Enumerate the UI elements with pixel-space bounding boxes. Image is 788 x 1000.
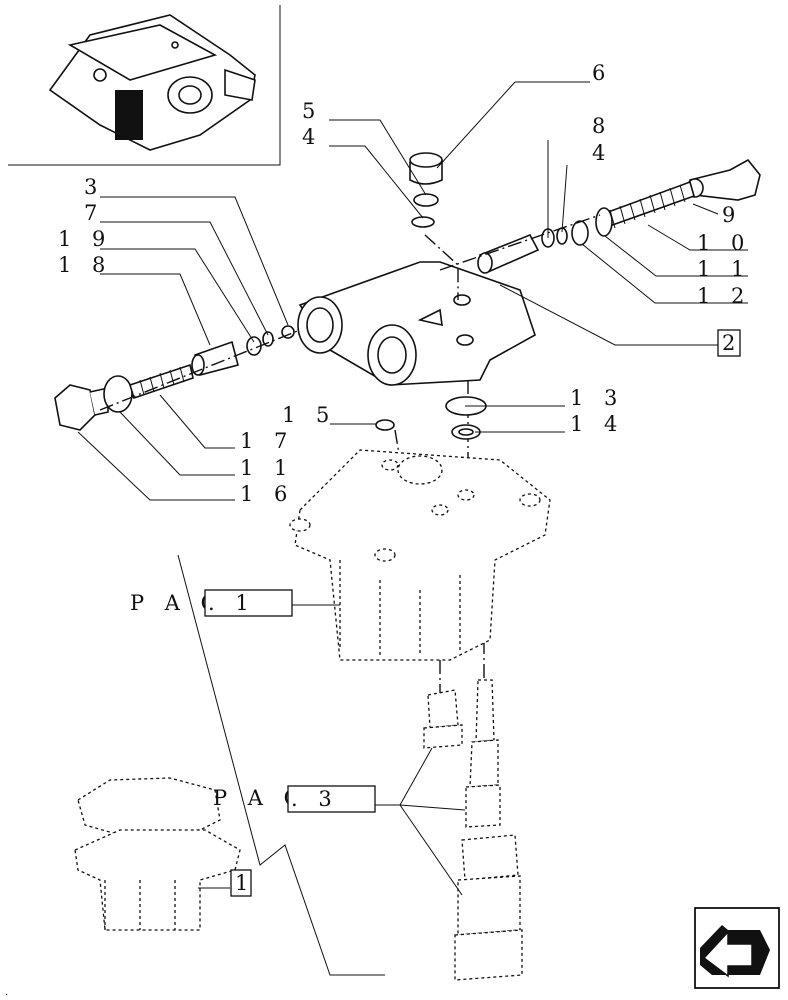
ref-box-2: 2 xyxy=(499,284,742,357)
axis-vertical-top xyxy=(424,234,459,300)
callout-6: 6 xyxy=(592,61,612,85)
ref-box-1-label: 1 xyxy=(235,871,255,895)
spool-right xyxy=(477,233,540,274)
valve-body-2 xyxy=(297,261,536,386)
callout-15: 1 5 xyxy=(282,403,336,427)
washer-5 xyxy=(413,193,439,207)
callout-12: 1 2 xyxy=(697,284,751,308)
callout-4-right: 4 xyxy=(592,141,612,165)
bolt-long xyxy=(465,679,501,828)
plug-9 xyxy=(686,158,761,201)
callout-9: 9 xyxy=(722,203,742,227)
thumbnail-frame xyxy=(8,5,281,166)
oring-4-left xyxy=(411,216,435,228)
leader-lines xyxy=(77,81,748,896)
next-page-button[interactable] xyxy=(694,907,780,989)
callout-11-left: 1 1 xyxy=(240,456,294,480)
callout-11-right: 1 1 xyxy=(697,257,751,281)
spool-18 xyxy=(191,340,239,376)
callout-18: 1 8 xyxy=(58,253,112,277)
corner-dot: . xyxy=(5,987,8,998)
callout-10: 1 0 xyxy=(697,231,751,255)
ref-pag-1-prefix: P A G xyxy=(130,591,224,615)
ball-3 xyxy=(281,325,295,339)
oring-15 xyxy=(375,419,395,431)
callout-8: 8 xyxy=(592,114,612,138)
spring-10 xyxy=(599,180,695,230)
callout-13: 1 3 xyxy=(570,386,624,410)
ref-pag-3-prefix: P A G xyxy=(213,786,307,810)
thumbnail-assembly-image xyxy=(48,14,256,151)
callout-7: 7 xyxy=(84,201,104,225)
callout-5: 5 xyxy=(302,99,322,123)
ref-pag-3: P A G . 3 xyxy=(213,785,376,813)
plug-16 xyxy=(54,384,109,431)
nut-large xyxy=(454,834,523,981)
housing-dashed xyxy=(289,449,551,661)
axis-left xyxy=(99,329,301,411)
ref-box-1: 1 xyxy=(198,869,255,897)
ref-pag-1-value: . 1 xyxy=(208,591,256,615)
callout-4-left: 4 xyxy=(302,125,322,149)
callout-19: 1 9 xyxy=(58,227,112,251)
ref-pag-3-value: . 3 xyxy=(291,787,339,811)
spring-17 xyxy=(129,363,194,400)
section-lead-line xyxy=(177,554,385,976)
cap-6 xyxy=(409,152,443,185)
ref-pag-1: P A G . 1 xyxy=(130,589,293,617)
fitting-small xyxy=(423,689,463,749)
washer-7 xyxy=(262,331,274,347)
oring-12 xyxy=(571,220,589,246)
axis-right xyxy=(439,214,601,271)
callout-14: 1 4 xyxy=(570,412,624,436)
thumbnail-lower-assembly xyxy=(74,777,241,931)
oring-11-upper xyxy=(595,207,613,237)
next-page-arrow-icon xyxy=(700,925,770,978)
ref-box-2-label: 2 xyxy=(722,331,742,355)
callout-17: 1 7 xyxy=(240,429,294,453)
callout-16: 1 6 xyxy=(240,482,294,506)
callout-3: 3 xyxy=(84,175,104,199)
